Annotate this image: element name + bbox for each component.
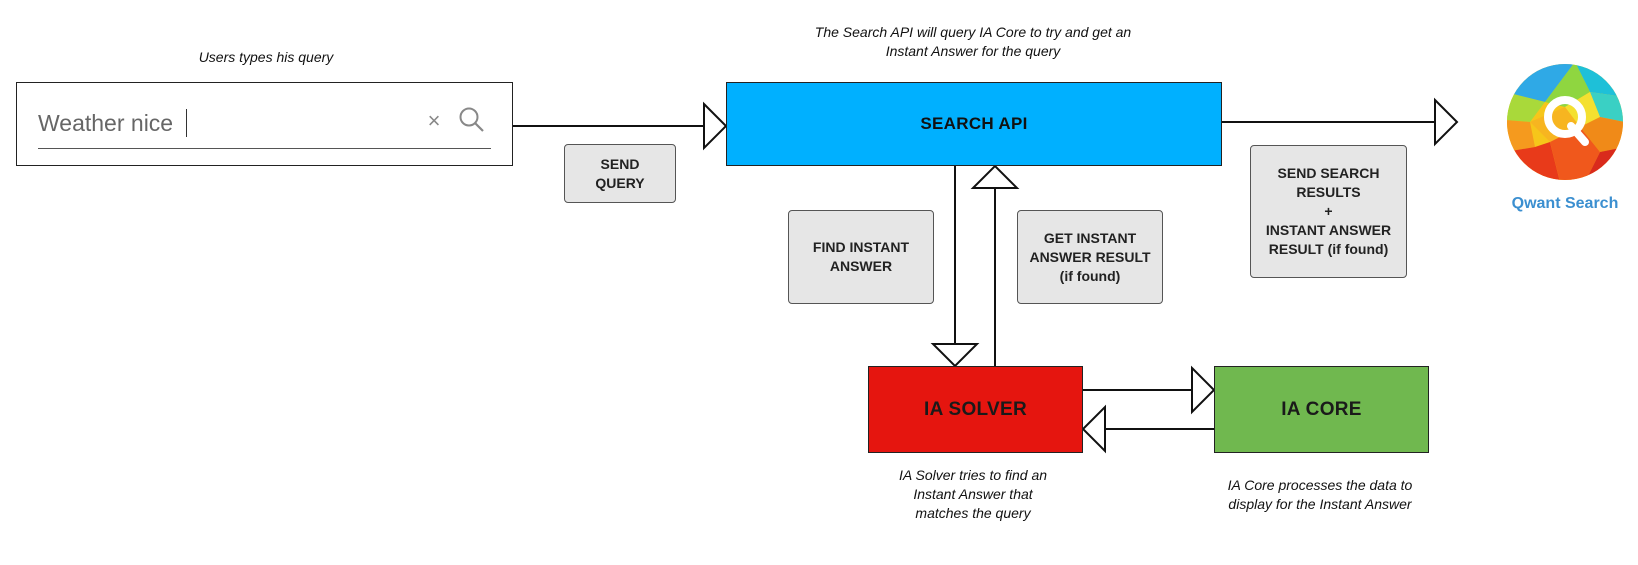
arrow-get-head <box>970 164 1020 189</box>
ia-core-caption: IA Core processes the data to display fo… <box>1227 477 1413 512</box>
get-instant-answer-label: GET INSTANT ANSWER RESULT (if found) <box>1017 210 1163 304</box>
arrow-send-query-head <box>703 101 728 151</box>
search-underline <box>38 148 491 149</box>
ia-solver-block: IA SOLVER <box>868 366 1083 453</box>
send-query-label: SEND QUERY <box>564 144 676 203</box>
ia-core-block: IA CORE <box>1214 366 1429 453</box>
ia-solver-label: IA SOLVER <box>924 398 1027 420</box>
search-api-block: SEARCH API <box>726 82 1222 166</box>
clear-button[interactable]: × <box>427 108 441 133</box>
search-box: × <box>16 82 513 166</box>
send-results-label: SEND SEARCH RESULTS + INSTANT ANSWER RES… <box>1250 145 1407 278</box>
arrow-to-core-head <box>1191 365 1216 415</box>
arrow-find-head <box>930 343 980 368</box>
qwant-name: Qwant Search <box>1511 195 1619 212</box>
search-icon[interactable] <box>457 105 487 135</box>
qwant-logo <box>1505 62 1625 182</box>
search-api-label: SEARCH API <box>920 114 1028 133</box>
ia-core-label: IA CORE <box>1281 398 1362 420</box>
text-cursor <box>186 109 187 137</box>
arrow-to-solver-head <box>1081 404 1106 454</box>
search-api-caption: The Search API will query IA Core to try… <box>814 24 1132 59</box>
find-instant-answer-label: FIND INSTANT ANSWER <box>788 210 934 304</box>
search-input[interactable] <box>38 107 398 139</box>
user-caption: Users types his query <box>198 49 334 65</box>
ia-solver-caption: IA Solver tries to find an Instant Answe… <box>898 467 1048 521</box>
arrow-results-head <box>1434 97 1459 147</box>
